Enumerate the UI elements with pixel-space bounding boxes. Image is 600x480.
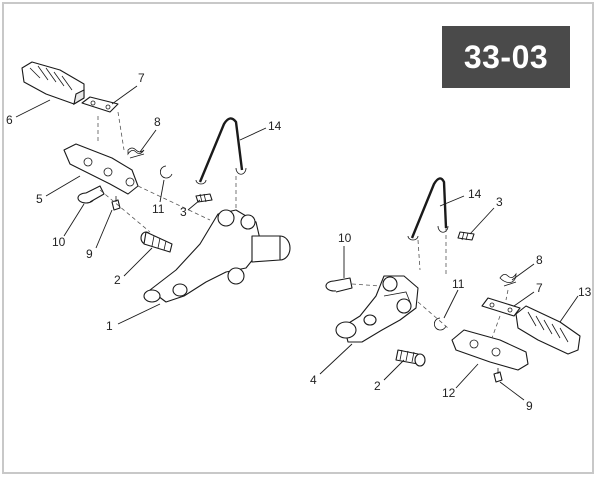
leader-2b xyxy=(383,359,405,381)
part-9-bolt-right xyxy=(493,368,503,383)
assembly-guide-right-3 xyxy=(351,283,381,287)
part-5-footpeg-base-left xyxy=(63,143,139,195)
diagram-code-badge: 33-03 xyxy=(442,26,570,88)
part-13-footpeg-rubber-right xyxy=(515,305,581,355)
assembly-guide-left-4 xyxy=(99,189,151,233)
callout-5: 5 xyxy=(36,192,43,206)
callout-7a: 7 xyxy=(138,71,145,85)
assembly-guide-right-4 xyxy=(417,301,449,329)
callout-6: 6 xyxy=(6,113,13,127)
leader-14a xyxy=(239,127,267,141)
assembly-guide-right-5 xyxy=(491,315,501,339)
part-11-circlip-right xyxy=(434,317,447,331)
part-3-screw-right xyxy=(457,231,475,241)
part-7-plate-right xyxy=(481,297,521,317)
callout-4: 4 xyxy=(310,373,317,387)
part-4-bracket-right xyxy=(335,275,419,343)
leader-7a xyxy=(111,85,138,105)
leader-9b xyxy=(499,381,525,401)
leader-11a xyxy=(159,179,165,203)
part-11-circlip-left xyxy=(160,165,173,179)
leader-4 xyxy=(319,343,353,375)
part-6-footpeg-rubber-left xyxy=(21,61,85,106)
assembly-guide-left-3 xyxy=(137,185,211,221)
leader-13 xyxy=(559,295,579,323)
callout-11b: 11 xyxy=(452,277,465,291)
leader-7b xyxy=(513,291,535,307)
part-10-pin-left xyxy=(77,185,105,204)
leader-8a xyxy=(139,129,157,153)
part-9-bolt-left xyxy=(111,196,121,211)
part-2-bolt-right xyxy=(395,349,426,367)
leader-10a xyxy=(63,203,85,237)
part-10-pin-right xyxy=(325,277,353,293)
leader-9a xyxy=(95,209,113,249)
part-2-bolt-left xyxy=(140,231,173,253)
assembly-guide-left-2 xyxy=(117,111,125,151)
callout-8a: 8 xyxy=(154,115,161,129)
callout-12: 12 xyxy=(442,386,456,400)
callout-2b: 2 xyxy=(374,379,381,393)
leader-11b xyxy=(443,289,459,319)
leader-3a xyxy=(187,199,201,211)
assembly-guide-right-6 xyxy=(505,289,509,301)
leader-5 xyxy=(45,175,81,197)
callout-11a: 11 xyxy=(152,202,165,216)
callout-1: 1 xyxy=(106,319,113,333)
part-14-guard-left xyxy=(195,117,247,185)
callout-14a: 14 xyxy=(268,119,282,133)
part-7-plate-left xyxy=(81,96,119,113)
assembly-guide-right-2 xyxy=(417,239,421,271)
callout-14b: 14 xyxy=(468,187,482,201)
part-1-bracket-left xyxy=(143,209,291,303)
callout-3b: 3 xyxy=(496,195,503,209)
part-8-spring-right xyxy=(499,272,517,287)
leader-2a xyxy=(123,247,153,277)
callout-8b: 8 xyxy=(536,253,543,267)
callout-2a: 2 xyxy=(114,273,121,287)
callout-3a: 3 xyxy=(180,205,187,219)
callout-9b: 9 xyxy=(526,399,533,413)
leader-8b xyxy=(511,263,535,281)
leader-12 xyxy=(455,363,479,389)
leader-14b xyxy=(439,195,465,207)
part-12-footpeg-base-right xyxy=(451,329,529,371)
part-14-guard-right xyxy=(407,177,449,241)
callout-13: 13 xyxy=(578,285,592,299)
leader-6 xyxy=(15,99,51,118)
callout-10b: 10 xyxy=(338,231,352,245)
leader-3b xyxy=(469,207,495,235)
callout-10a: 10 xyxy=(52,235,66,249)
leader-1 xyxy=(117,303,161,325)
callout-9a: 9 xyxy=(86,247,93,261)
callout-7b: 7 xyxy=(536,281,543,295)
part-8-spring-left xyxy=(127,147,145,159)
